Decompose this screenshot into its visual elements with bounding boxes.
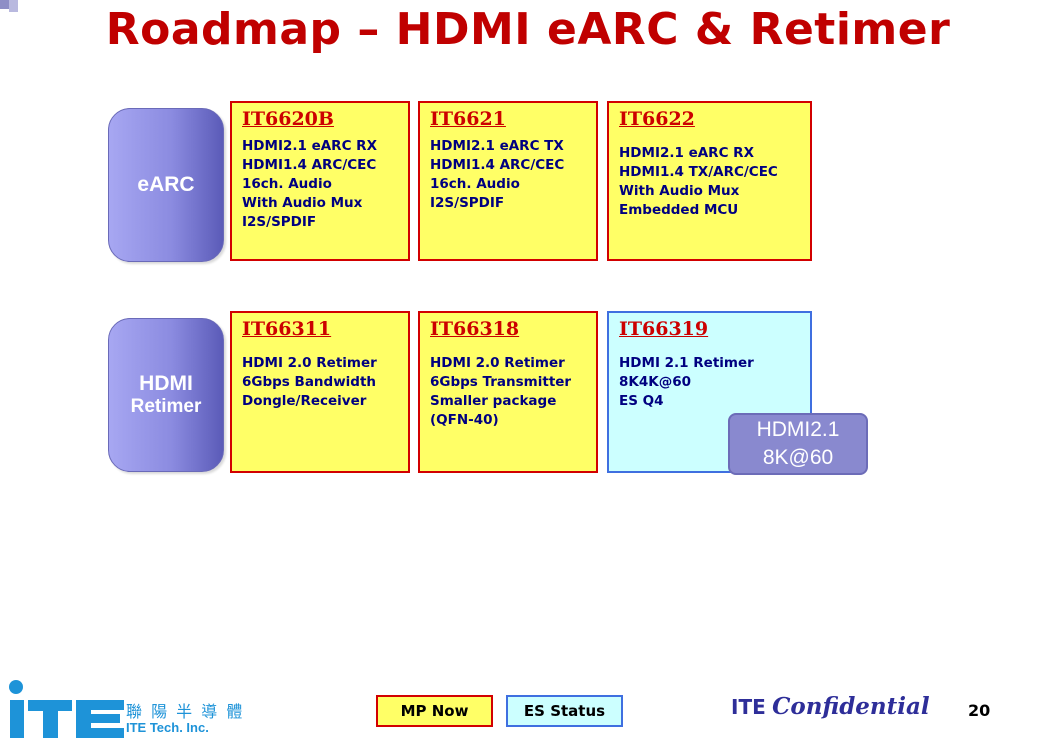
chip-feature: Dongle/Receiver: [242, 393, 367, 409]
chip-feature: 6Gbps Bandwidth: [242, 374, 377, 390]
corner-decoration: [0, 0, 9, 9]
chip-part-number: IT66318: [430, 318, 520, 340]
company-name-en: ITE Tech. Inc.: [126, 720, 209, 735]
chip-part-number: IT6621: [430, 108, 506, 130]
page-number: 20: [968, 701, 991, 720]
chip-feature: Embedded MCU: [619, 202, 739, 218]
chip-part-number: IT6622: [619, 108, 695, 130]
chip-feature: HDMI2.1 eARC TX: [430, 138, 564, 154]
company-name-cn: 聯 陽 半 導 體: [126, 702, 245, 721]
chip-card-it66311: IT66311 HDMI 2.0 Retimer 6Gbps Bandwidth…: [230, 311, 410, 473]
legend-es-status: ES Status: [506, 695, 623, 727]
chip-part-number: IT6620B: [242, 108, 334, 130]
chip-feature: 6Gbps Transmitter: [430, 374, 572, 390]
row-label-earc-text: eARC: [137, 172, 195, 196]
row-label-retimer-line1: HDMI: [139, 372, 193, 395]
chip-feature: HDMI2.1 eARC RX: [619, 145, 754, 161]
chip-feature: HDMI1.4 TX/ARC/CEC: [619, 164, 778, 180]
confidential-prefix: ITE: [731, 695, 766, 719]
legend-mp-now: MP Now: [376, 695, 493, 727]
chip-card-it66318: IT66318 HDMI 2.0 Retimer 6Gbps Transmitt…: [418, 311, 598, 473]
chip-feature: 16ch. Audio: [430, 176, 520, 192]
chip-feature: HDMI 2.0 Retimer: [430, 355, 565, 371]
row-label-retimer-line2: Retimer: [130, 396, 202, 418]
chip-feature: HDMI1.4 ARC/CEC: [430, 157, 565, 173]
chip-feature: 16ch. Audio: [242, 176, 332, 192]
chip-card-it6622: IT6622 HDMI2.1 eARC RX HDMI1.4 TX/ARC/CE…: [607, 101, 812, 261]
chip-feature: HDMI 2.1 Retimer: [619, 355, 754, 371]
chip-feature: HDMI2.1 eARC RX: [242, 138, 377, 154]
row-label-retimer: HDMI Retimer: [108, 318, 224, 472]
chip-part-number: IT66311: [242, 318, 332, 340]
chip-card-it6620b: IT6620B HDMI2.1 eARC RX HDMI1.4 ARC/CEC …: [230, 101, 410, 261]
row-label-earc: eARC: [108, 108, 224, 262]
chip-feature: Smaller package: [430, 393, 557, 409]
corner-decoration: [9, 0, 18, 12]
hdmi21-8k-badge: HDMI2.1 8K@60: [728, 413, 868, 475]
ite-logo-icon: [10, 700, 124, 738]
chip-card-it6621: IT6621 HDMI2.1 eARC TX HDMI1.4 ARC/CEC 1…: [418, 101, 598, 261]
chip-part-number: IT66319: [619, 318, 709, 340]
chip-feature: I2S/SPDIF: [242, 214, 317, 230]
badge-line1: HDMI2.1: [756, 418, 840, 441]
chip-feature: With Audio Mux: [619, 183, 740, 199]
chip-feature: With Audio Mux: [242, 195, 363, 211]
slide-title: Roadmap – HDMI eARC & Retimer: [105, 4, 951, 55]
chip-feature: 8K4K@60: [619, 374, 691, 390]
badge-line2: 8K@60: [762, 446, 834, 469]
confidential-mark: ITE Confidential: [731, 693, 930, 720]
chip-feature: I2S/SPDIF: [430, 195, 505, 211]
chip-feature: (QFN-40): [430, 412, 499, 428]
logo-dot-icon: [9, 680, 23, 694]
confidential-word: Confidential: [772, 693, 930, 720]
chip-feature: HDMI 2.0 Retimer: [242, 355, 377, 371]
chip-feature: ES Q4: [619, 393, 664, 409]
chip-feature: HDMI1.4 ARC/CEC: [242, 157, 377, 173]
